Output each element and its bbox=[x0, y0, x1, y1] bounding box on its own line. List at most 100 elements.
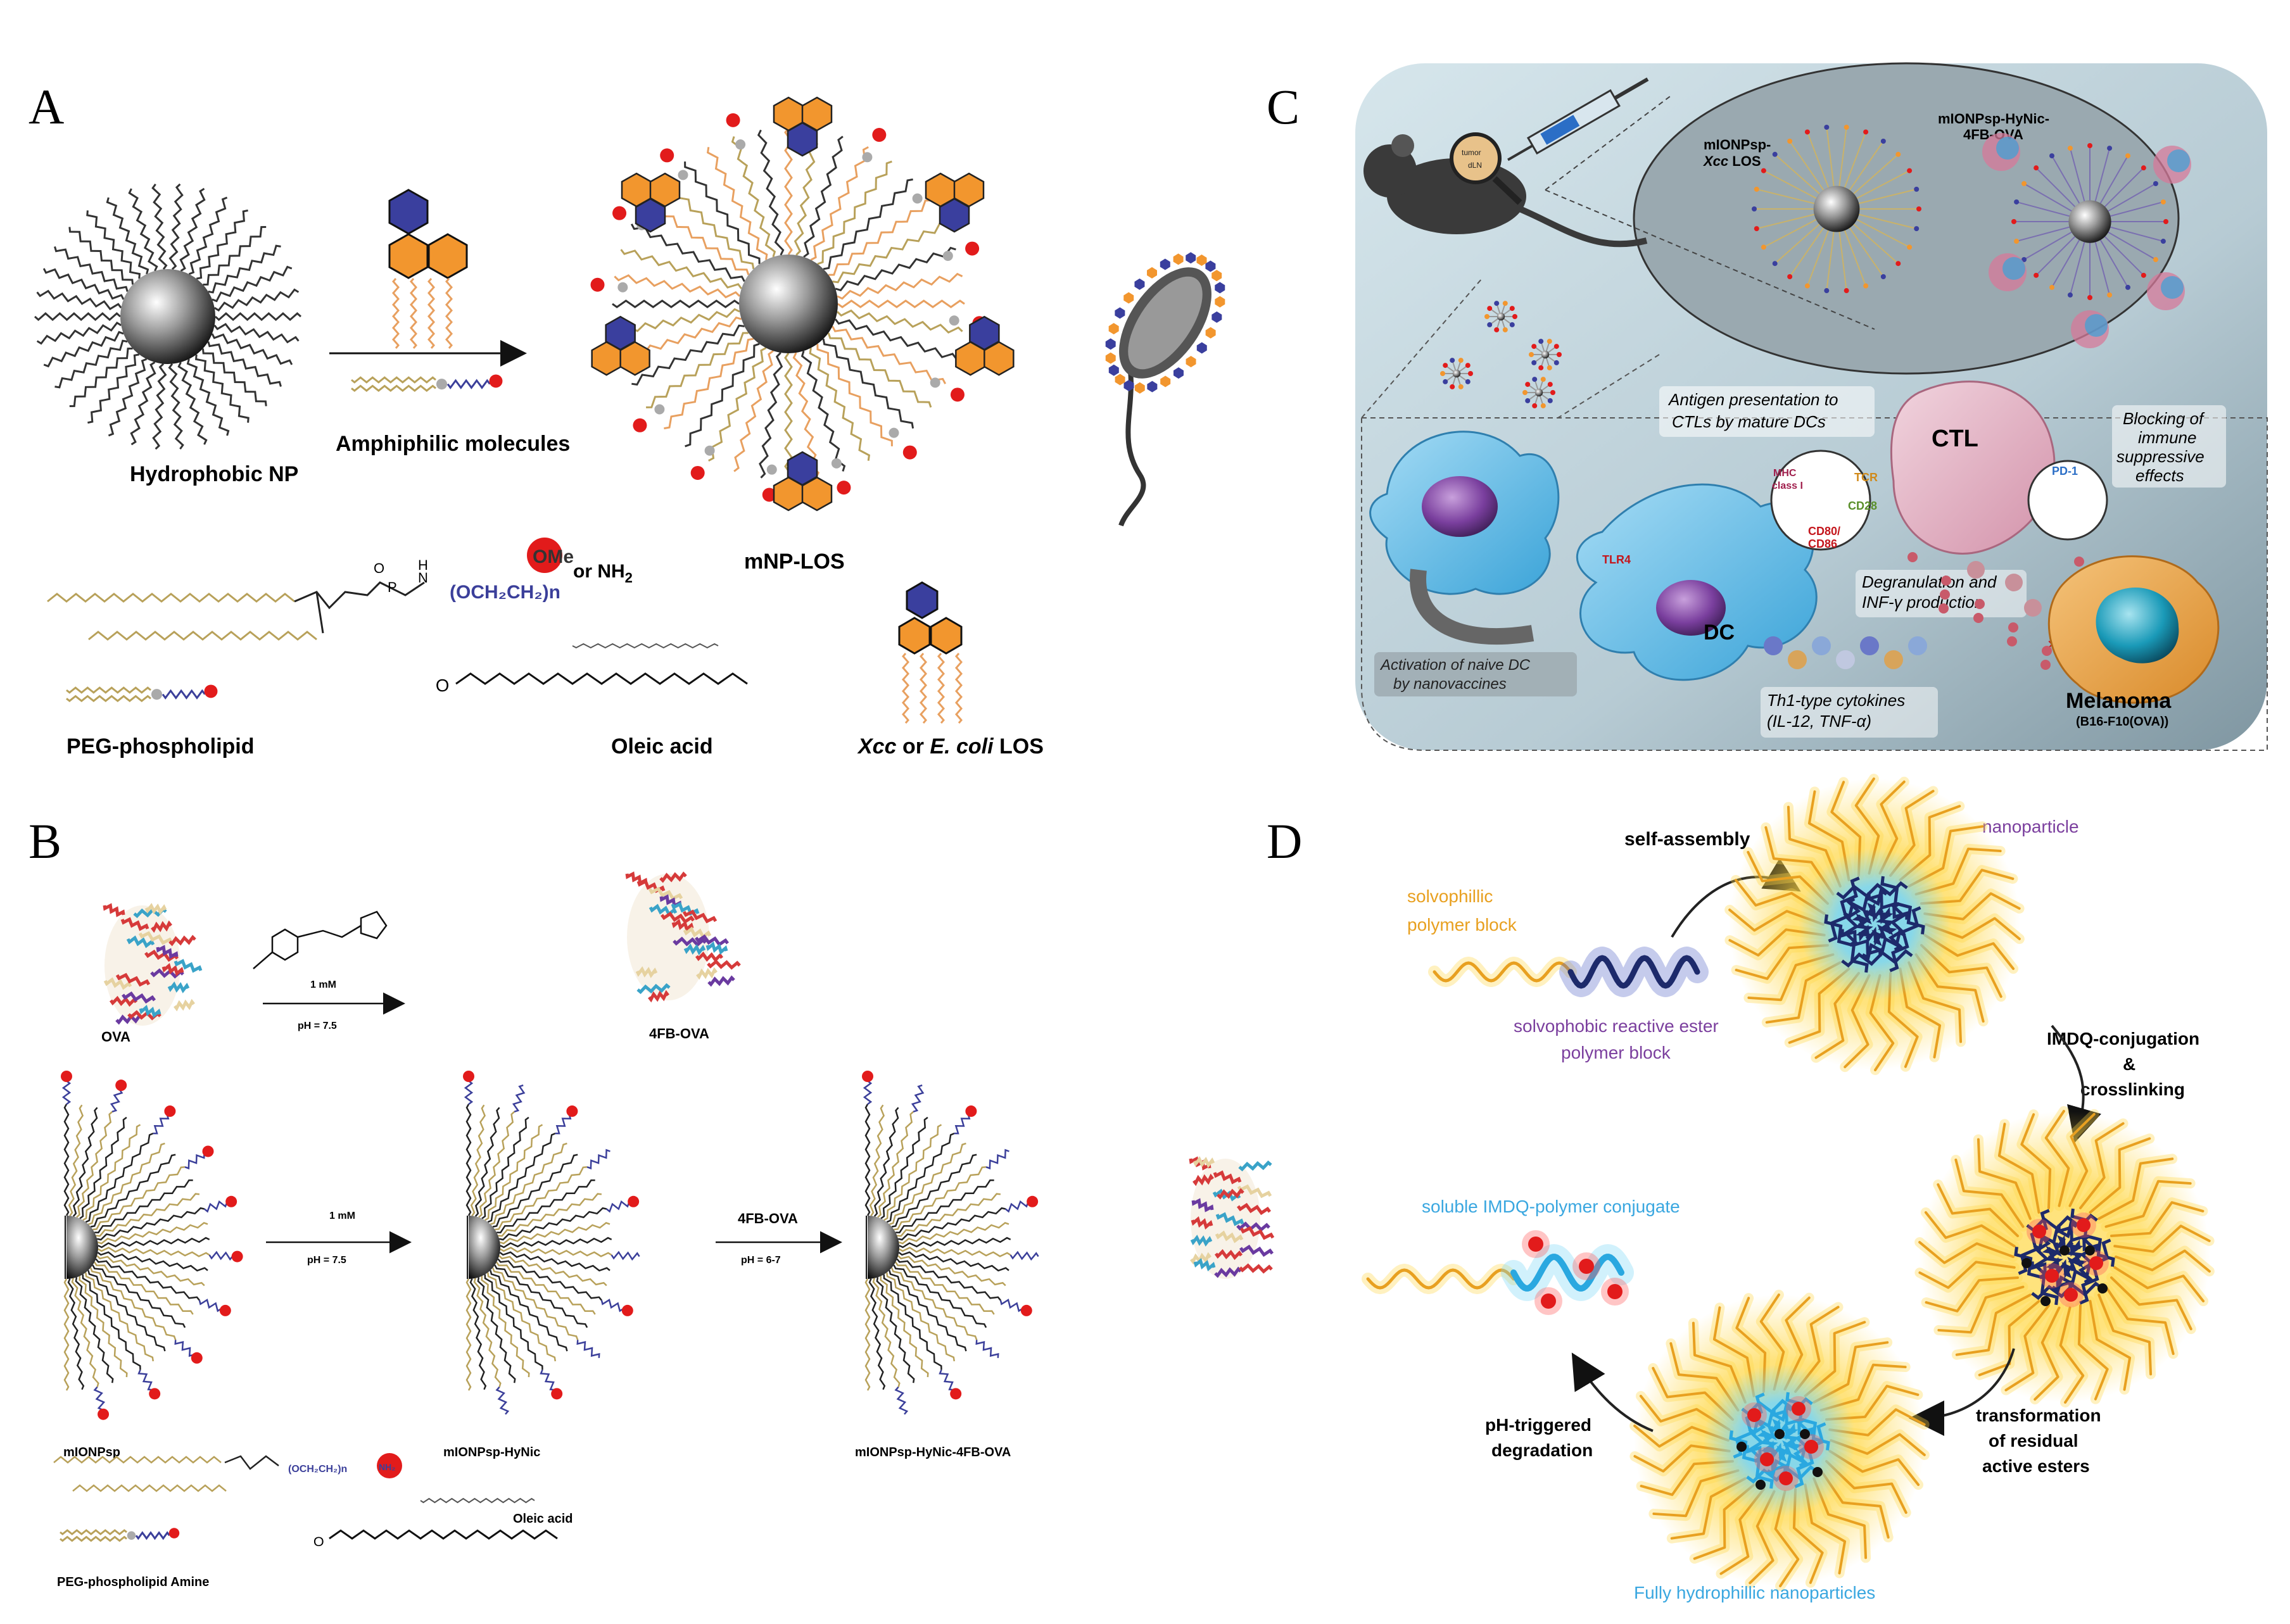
label-transform-1: transformation bbox=[1976, 1406, 2101, 1425]
label-xcc-los-2: Xcc LOS bbox=[1702, 153, 1761, 169]
svg-text:O: O bbox=[374, 560, 384, 576]
cytokine-beads bbox=[1764, 552, 2119, 679]
label-hynic-ova-1: mIONPsp-HyNic- bbox=[1938, 111, 2049, 127]
label-nh2-b: NH₂ bbox=[379, 1462, 395, 1472]
label-xcc-los-1: mIONPsp- bbox=[1704, 137, 1771, 153]
label-peg-chain-b: (OCH₂CH₂)n bbox=[288, 1464, 347, 1475]
crosslinked-nanoparticle bbox=[1914, 1106, 2215, 1407]
label-fully-hydrophilic: Fully hydrophillic nanoparticles bbox=[1634, 1583, 1875, 1602]
zoom-ellipse bbox=[1633, 62, 2180, 375]
panel-label-b: B bbox=[28, 814, 61, 869]
label-self-assembly: self-assembly bbox=[1624, 829, 1750, 850]
label-imdq-3: crosslinking bbox=[2080, 1080, 2185, 1099]
label-nanoparticle: nanoparticle bbox=[1982, 817, 2079, 836]
label-b16: (B16-F10(OVA)) bbox=[2076, 715, 2168, 729]
svg-text:O: O bbox=[436, 676, 449, 695]
label-pd1: PD-1 bbox=[2052, 465, 2078, 477]
label-oleic-acid-b: Oleic acid bbox=[513, 1512, 573, 1526]
label-blocking-4: effects bbox=[2135, 466, 2184, 485]
immune-synapse-circle bbox=[1770, 450, 1871, 551]
ova-protein bbox=[103, 903, 203, 1026]
conjugated-ova-protein bbox=[1189, 1156, 1275, 1279]
label-th1-1: Th1-type cytokines bbox=[1767, 691, 1905, 710]
label-dln: dLN bbox=[1468, 161, 1482, 170]
label-cd28: CD28 bbox=[1848, 500, 1877, 512]
peg-phospholipid-amine-structure bbox=[53, 1455, 279, 1492]
peg-phospholipid-icon bbox=[351, 374, 503, 393]
label-mnp-los: mNP-LOS bbox=[744, 550, 845, 574]
label-ph67: pH = 6-7 bbox=[741, 1255, 781, 1266]
label-cd80-2: CD86 bbox=[1808, 538, 1837, 550]
label-tumor: tumor bbox=[1462, 148, 1481, 157]
magnifier-icon bbox=[1450, 132, 1502, 184]
label-degran-2: INF-γ production bbox=[1862, 593, 1983, 612]
label-th1-2: (IL-12, TNF-α) bbox=[1767, 712, 1871, 731]
svg-text:H: H bbox=[418, 557, 428, 573]
panel-label-d: D bbox=[1267, 814, 1302, 869]
label-cd80-1: CD80/ bbox=[1808, 525, 1840, 538]
label-activation-1: Activation of naive DC bbox=[1379, 657, 1531, 674]
block-copolymer-chain bbox=[1428, 947, 1709, 997]
arrow-ph bbox=[1571, 1352, 1654, 1432]
label-blocking-2: immune bbox=[2138, 428, 2196, 447]
label-4fb-ova-arrow: 4FB-OVA bbox=[738, 1211, 798, 1226]
4fb-ova-protein bbox=[625, 871, 741, 1003]
label-dc: DC bbox=[1704, 620, 1735, 645]
los-structure-icon bbox=[898, 581, 963, 724]
label-solvophobic-1: solvophobic reactive ester bbox=[1514, 1016, 1719, 1036]
label-antigen-2: CTLs by mature DCs bbox=[1672, 412, 1826, 431]
label-solvophilic-2: polymer block bbox=[1407, 915, 1517, 935]
peg-amine-small-icon bbox=[60, 1528, 180, 1542]
pd1-synapse-circle bbox=[2027, 460, 2108, 541]
label-tlr4: TLR4 bbox=[1602, 553, 1631, 566]
label-mionpsp-hynic: mIONPsp-HyNic bbox=[443, 1445, 540, 1459]
label-1mm-a: 1 mM bbox=[310, 979, 336, 990]
panel-a: Hydrophobic NP Amphiphilic molecules mNP… bbox=[34, 96, 1225, 758]
label-peg-amine: PEG-phospholipid Amine bbox=[57, 1575, 209, 1589]
label-ova: OVA bbox=[101, 1029, 130, 1045]
melanoma-cell bbox=[2047, 555, 2220, 704]
label-transform-3: active esters bbox=[1982, 1456, 2090, 1476]
label-ph75-b: pH = 7.5 bbox=[307, 1255, 346, 1266]
hydrophobic-nanoparticle bbox=[34, 183, 301, 450]
svg-text:N: N bbox=[418, 570, 428, 586]
label-peg-phospholipid: PEG-phospholipid bbox=[66, 734, 255, 758]
label-ome: OMe bbox=[533, 546, 574, 567]
panel-label-a: A bbox=[28, 79, 64, 134]
label-imdq-2: & bbox=[2123, 1054, 2135, 1074]
label-ph75-a: pH = 7.5 bbox=[298, 1021, 337, 1031]
label-amphiphilic: Amphiphilic molecules bbox=[336, 432, 570, 456]
label-los-species: Xcc or E. coli LOS bbox=[857, 734, 1044, 758]
label-hydrophobic-np: Hydrophobic NP bbox=[130, 462, 298, 486]
syringe-icon bbox=[1507, 77, 1649, 161]
ome-marker bbox=[527, 538, 562, 573]
label-mhc-2: class I bbox=[1772, 481, 1803, 491]
activation-arrow bbox=[1410, 569, 1534, 645]
oleic-acid-structure: O bbox=[436, 643, 748, 695]
label-soluble: soluble IMDQ-polymer conjugate bbox=[1422, 1197, 1680, 1216]
arrow-transform bbox=[1909, 1348, 2015, 1436]
label-mhc-1: MHC bbox=[1773, 468, 1797, 479]
peg-phospholipid-small-icon bbox=[66, 684, 218, 703]
label-ctl: CTL bbox=[1932, 425, 1978, 452]
label-activation-2: by nanovaccines bbox=[1393, 676, 1507, 693]
mionpsp-particle bbox=[61, 1071, 243, 1420]
panel-c: tumor dLN mIONPsp-HyNic- 4FB-OVA mIONPsp… bbox=[1355, 62, 2268, 751]
nhs-linker-structure bbox=[253, 910, 388, 969]
panel-b: OVA 1 mM pH = 7.5 4FB-OVA mIONPsp 1 mM p… bbox=[53, 871, 1275, 1589]
mouse-icon: tumor dLN bbox=[1363, 132, 1648, 248]
oleic-acid-structure-b: O bbox=[313, 1497, 558, 1549]
label-blocking-3: suppressive bbox=[2116, 447, 2205, 466]
mature-dc-cell: DC TLR4 bbox=[1576, 483, 1818, 681]
label-imdq-1: IMDQ-conjugation bbox=[2047, 1029, 2199, 1048]
ctl-cell: CTL bbox=[1890, 381, 2056, 555]
bacterium-icon bbox=[1105, 252, 1225, 527]
label-solvophilic-1: solvophillic bbox=[1407, 886, 1493, 906]
nanovaccine-particles bbox=[1440, 124, 2191, 408]
label-or-nh2: or NH2 bbox=[573, 561, 633, 586]
label-ph-1: pH-triggered bbox=[1485, 1415, 1591, 1435]
label-tcr: TCR bbox=[1854, 471, 1878, 484]
label-blocking-1: Blocking of bbox=[2123, 409, 2205, 428]
svg-text:O: O bbox=[313, 1533, 324, 1549]
